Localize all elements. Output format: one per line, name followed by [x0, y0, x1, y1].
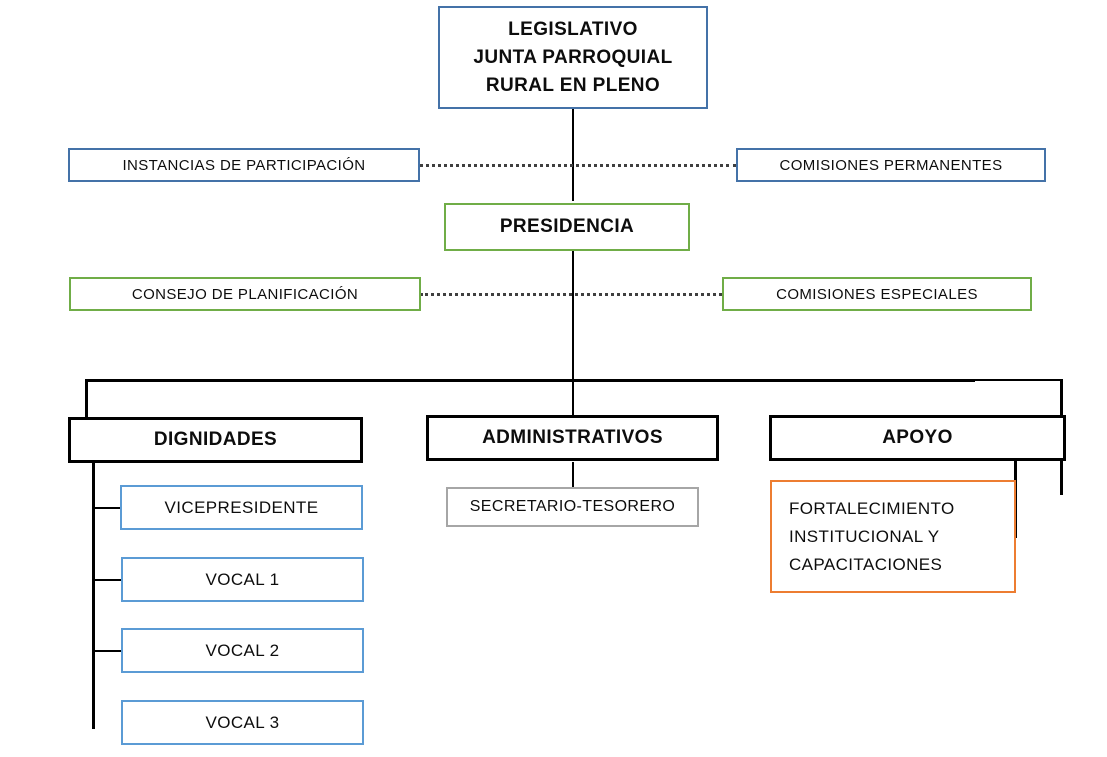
connector-legislativo-to-presidencia [572, 108, 574, 201]
connector-bus-right-extension [973, 379, 1062, 381]
connector-presidencia-to-bus [572, 251, 574, 380]
node-dignidades[interactable]: DIGNIDADES [68, 417, 363, 463]
node-vicepresidente-label: VICEPRESIDENTE [164, 497, 319, 517]
node-comisiones-permanentes[interactable]: COMISIONES PERMANENTES [736, 148, 1046, 182]
node-legislativo-label: LEGISLATIVO JUNTA PARROQUIAL RURAL EN PL… [473, 18, 673, 96]
node-fortalecimiento-institucional-y-capacitaciones-label: FORTALECIMIENTO INSTITUCIONAL Y CAPACITA… [789, 498, 955, 574]
node-consejo-de-planificacion-label: CONSEJO DE PLANIFICACIÓN [131, 285, 359, 303]
dotted-connector-advisory-row-2 [420, 293, 722, 296]
connector-dignidades-to-vocal-1 [92, 579, 122, 581]
node-presidencia-label: PRESIDENCIA [499, 216, 635, 237]
node-vocal-1-label: VOCAL 1 [205, 569, 280, 589]
connector-bus-to-administrativos [572, 379, 574, 415]
node-vocal-2[interactable]: VOCAL 2 [121, 628, 364, 673]
connector-bus-to-dignidades [85, 379, 88, 418]
connector-main-bus [85, 379, 975, 382]
node-consejo-de-planificacion[interactable]: CONSEJO DE PLANIFICACIÓN [69, 277, 421, 311]
node-administrativos-label: ADMINISTRATIVOS [482, 427, 663, 448]
node-comisiones-permanentes-label: COMISIONES PERMANENTES [779, 156, 1003, 174]
connector-dignidades-spine [92, 462, 95, 729]
node-instancias-de-participacion[interactable]: INSTANCIAS DE PARTICIPACIÓN [68, 148, 420, 182]
node-secretario-tesorero[interactable]: SECRETARIO-TESORERO [446, 487, 699, 527]
node-apoyo[interactable]: APOYO [769, 415, 1066, 461]
node-dignidades-label: DIGNIDADES [153, 429, 278, 450]
node-instancias-de-participacion-label: INSTANCIAS DE PARTICIPACIÓN [122, 156, 366, 174]
node-presidencia[interactable]: PRESIDENCIA [444, 203, 690, 251]
node-vocal-1[interactable]: VOCAL 1 [121, 557, 364, 602]
connector-administrativos-to-secretario [572, 462, 574, 488]
node-comisiones-especiales[interactable]: COMISIONES ESPECIALES [722, 277, 1032, 311]
node-administrativos[interactable]: ADMINISTRATIVOS [426, 415, 719, 461]
node-comisiones-especiales-label: COMISIONES ESPECIALES [776, 285, 978, 303]
node-apoyo-label: APOYO [882, 427, 953, 448]
connector-dignidades-to-vicepresidente [92, 507, 121, 509]
dotted-connector-advisory-row-1 [419, 164, 737, 167]
node-secretario-tesorero-label: SECRETARIO-TESORERO [469, 498, 676, 515]
node-vocal-3[interactable]: VOCAL 3 [121, 700, 364, 745]
node-fortalecimiento-institucional-y-capacitaciones[interactable]: FORTALECIMIENTO INSTITUCIONAL Y CAPACITA… [770, 480, 1016, 593]
node-legislativo[interactable]: LEGISLATIVO JUNTA PARROQUIAL RURAL EN PL… [438, 6, 708, 109]
connector-dignidades-to-vocal-2 [92, 650, 122, 652]
node-vocal-2-label: VOCAL 2 [205, 640, 280, 660]
node-vicepresidente[interactable]: VICEPRESIDENTE [120, 485, 363, 530]
node-vocal-3-label: VOCAL 3 [205, 712, 280, 732]
